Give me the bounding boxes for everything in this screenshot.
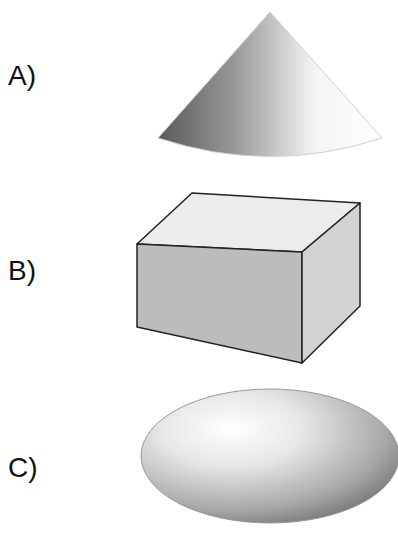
cone	[158, 12, 382, 157]
ellipsoid	[141, 389, 398, 523]
cube-front-face	[137, 244, 302, 363]
option-label: C)	[8, 454, 38, 482]
option-label: B)	[8, 257, 36, 285]
option-label: A)	[8, 62, 36, 90]
cube-side-face	[302, 203, 360, 363]
